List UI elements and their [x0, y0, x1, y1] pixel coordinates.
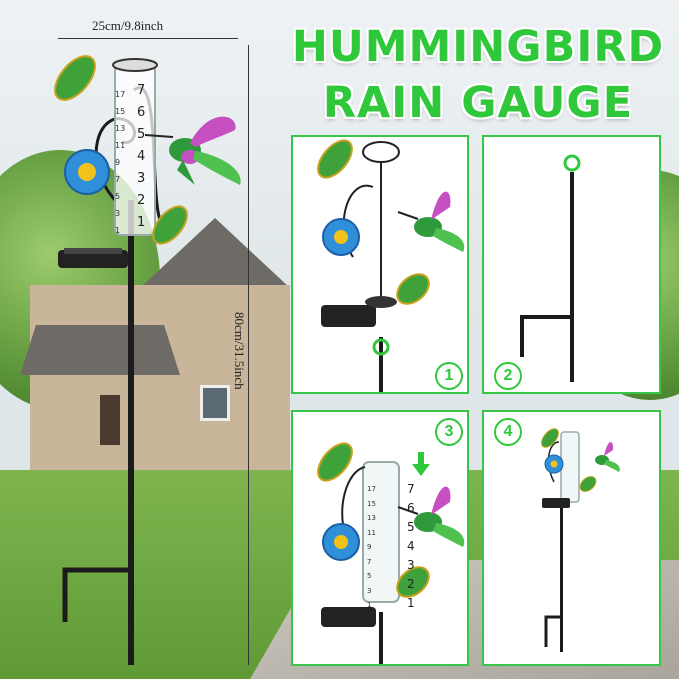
cm-mark-13: 13 — [367, 514, 376, 522]
step-3-panel: 7 6 5 4 3 2 1 17 15 13 11 9 7 5 3 1 3 — [291, 410, 469, 666]
cm-mark-17: 17 — [115, 90, 126, 99]
porch-roof — [20, 325, 180, 375]
inch-mark-2: 2 — [407, 577, 415, 591]
main-gauge-illustration — [54, 55, 241, 665]
cm-scale: 17 15 13 11 9 7 5 3 1 — [367, 482, 376, 613]
cm-mark-13: 13 — [115, 124, 126, 133]
cm-mark-7: 7 — [367, 557, 372, 566]
step-4-illustration — [541, 428, 620, 652]
hummingbird-icon — [144, 116, 241, 185]
inch-mark-4: 4 — [137, 149, 146, 164]
step-1-illustration — [317, 139, 465, 392]
house-window — [200, 385, 230, 421]
inch-mark-6: 6 — [137, 105, 146, 120]
inch-mark-5: 5 — [407, 520, 415, 534]
step-4-badge: 4 — [494, 418, 522, 446]
inch-mark-5: 5 — [137, 127, 146, 142]
title-line-2: RAIN GAUGE — [322, 78, 634, 128]
inch-mark-1: 1 — [137, 215, 146, 230]
leaf-icon — [54, 55, 96, 101]
cm-mark-9: 9 — [115, 158, 121, 167]
inch-mark-4: 4 — [407, 539, 415, 553]
flower-icon — [64, 149, 110, 195]
inch-mark-7: 7 — [137, 83, 146, 98]
cm-mark-1: 1 — [367, 601, 372, 609]
inch-scale: 7 6 5 4 3 2 1 — [137, 80, 145, 234]
cm-mark-3: 3 — [115, 209, 121, 218]
inch-mark-6: 6 — [407, 501, 415, 515]
step-3-illustration — [317, 442, 465, 664]
stake-foot — [62, 567, 134, 622]
cm-mark-11: 11 — [115, 141, 126, 150]
width-dimension-line — [58, 38, 238, 39]
step-2-badge: 2 — [494, 362, 522, 390]
step-1-badge: 1 — [435, 362, 463, 390]
height-dimension-line — [248, 45, 249, 665]
cm-mark-9: 9 — [367, 543, 372, 551]
down-arrow-icon — [412, 452, 430, 476]
step-2-illustration — [520, 154, 581, 382]
inch-scale: 7 6 5 4 3 2 1 — [407, 480, 415, 613]
title-line-1: HUMMINGBIRD — [291, 22, 665, 72]
cm-mark-3: 3 — [367, 586, 372, 595]
cm-mark-5: 5 — [367, 572, 372, 580]
inch-mark-7: 7 — [407, 482, 415, 496]
house-door — [100, 395, 120, 445]
inch-mark-3: 3 — [407, 558, 415, 572]
gauge-scale: 7 6 5 4 3 2 1 17 15 13 11 9 7 5 3 1 — [115, 80, 155, 240]
step-1-panel: 1 — [291, 135, 469, 394]
cm-mark-7: 7 — [115, 175, 121, 184]
step-3-cm-scale: 17 15 13 11 9 7 5 3 1 — [367, 482, 387, 612]
step-4-panel: 4 — [482, 410, 661, 666]
house-wall — [30, 285, 290, 470]
height-label: 80cm/31.5inch — [232, 312, 247, 390]
stake-pole — [128, 200, 134, 665]
rotate-arrows-icon — [372, 338, 390, 356]
cm-mark-1: 1 — [115, 226, 121, 235]
width-label: 25cm/9.8inch — [92, 18, 164, 33]
step-2-panel: 2 — [482, 135, 661, 394]
cm-mark-11: 11 — [367, 528, 376, 537]
rotate-arrows-icon — [563, 154, 581, 172]
inch-mark-3: 3 — [137, 171, 146, 186]
solar-light-icon — [58, 250, 128, 268]
step-3-scale: 7 6 5 4 3 2 1 — [401, 480, 421, 610]
step-3-badge: 3 — [435, 418, 463, 446]
cm-mark-15: 15 — [367, 499, 376, 508]
cm-mark-17: 17 — [367, 485, 376, 493]
inch-mark-1: 1 — [407, 596, 415, 610]
inch-mark-2: 2 — [137, 193, 146, 208]
cm-mark-5: 5 — [115, 192, 121, 201]
cm-mark-15: 15 — [115, 107, 126, 116]
cm-scale: 17 15 13 11 9 7 5 3 1 — [115, 86, 125, 239]
